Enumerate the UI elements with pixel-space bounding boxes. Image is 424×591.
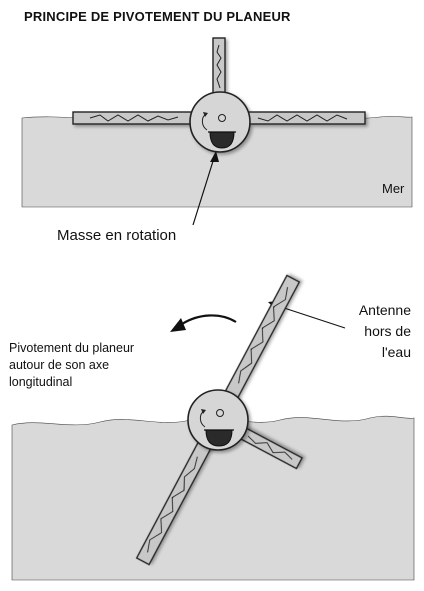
pivot-label-line-1: Pivotement du planeur: [9, 341, 135, 355]
antenna-label-line-2: hors de: [364, 323, 411, 339]
antenna-pointer-line: [274, 304, 346, 329]
sea-label: Mer: [382, 181, 405, 196]
mass-pointer-line: [192, 157, 215, 226]
rotating-mass-top: [209, 131, 235, 149]
antenna-label-line-3: l'eau: [381, 344, 411, 360]
wing-right-top: [244, 111, 366, 125]
rotating-mass-bottom: [205, 429, 233, 447]
glider-body-bottom: [187, 389, 249, 451]
pivot-label-line-2: autour de son axe: [9, 358, 110, 372]
pivot-arrow: [181, 314, 237, 325]
rotating-mass-label: Masse en rotation: [57, 227, 177, 244]
pivot-label-line-3: longitudinal: [9, 375, 73, 389]
antenna-label: Antenne hors de l'eau: [331, 300, 411, 363]
pivot-label: Pivotement du planeur autour de son axe …: [9, 340, 134, 391]
glider-body-top: [189, 91, 251, 153]
antenna-label-line-1: Antenne: [358, 302, 411, 318]
diagram-title: PRINCIPE DE PIVOTEMENT DU PLANEUR: [24, 9, 291, 24]
glider-body-bottom-group: [187, 389, 249, 451]
glider-level: [72, 37, 366, 153]
